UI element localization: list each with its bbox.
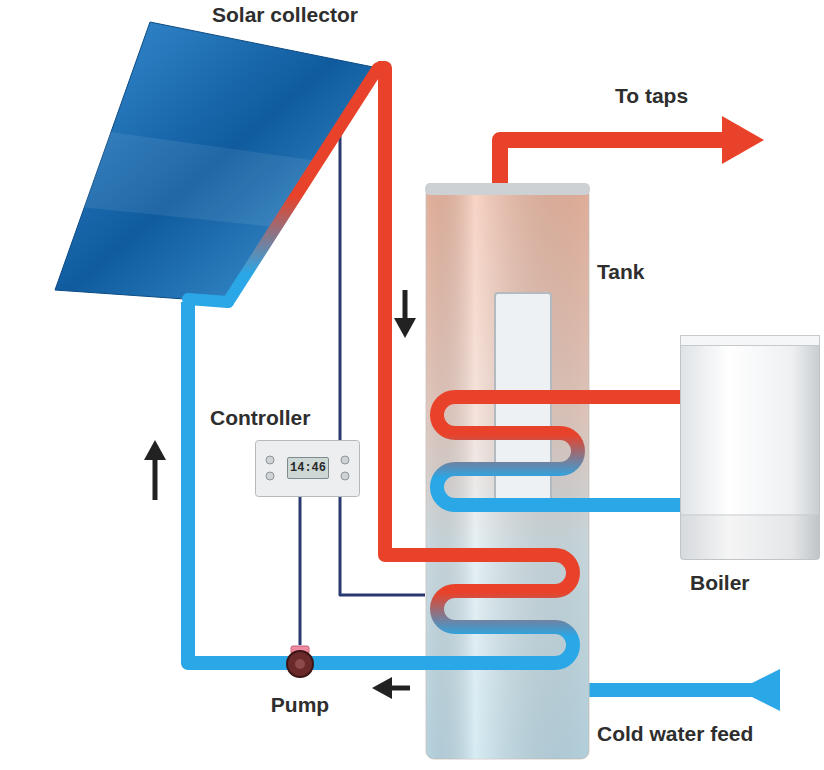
boiler-flow-pipe (590, 390, 680, 404)
flow-arrow-down (394, 290, 416, 338)
cold-inlet-pipe (586, 683, 760, 697)
solar-collector: Solar collector (55, 22, 378, 302)
part-label: Pump (271, 693, 329, 717)
flow-arrow-left (372, 677, 410, 699)
part-label: Boiler (690, 571, 750, 595)
boiler-unit-art (680, 335, 820, 560)
part-label: Solar collector (212, 3, 358, 27)
part-label: Tank (597, 260, 644, 284)
inlet-tail (752, 669, 780, 711)
pump-unit: Pump (284, 645, 316, 681)
control-wire (299, 497, 302, 645)
controller-unit: Controller14:46 (255, 440, 360, 497)
storage-tank-art (425, 183, 590, 760)
inlet-label: Cold water feed (597, 722, 753, 746)
clock-display: 14:46 (287, 457, 329, 479)
hot-solar-pipe (378, 68, 425, 555)
outlet-label: To taps (615, 84, 688, 108)
part-label: Controller (210, 406, 310, 430)
hot-outlet-pipe (500, 140, 726, 190)
sensor-wire (340, 497, 425, 595)
pump-unit-art (284, 645, 316, 681)
outlet-arrowhead (722, 116, 764, 164)
boiler-unit: Boiler (680, 335, 820, 560)
return-pipe (316, 656, 425, 670)
storage-tank: Tank (425, 183, 590, 760)
sensor-wire (339, 127, 342, 440)
boiler-return-pipe (590, 498, 680, 512)
flow-arrow-up (144, 440, 166, 500)
solar-collector-art (55, 22, 378, 302)
